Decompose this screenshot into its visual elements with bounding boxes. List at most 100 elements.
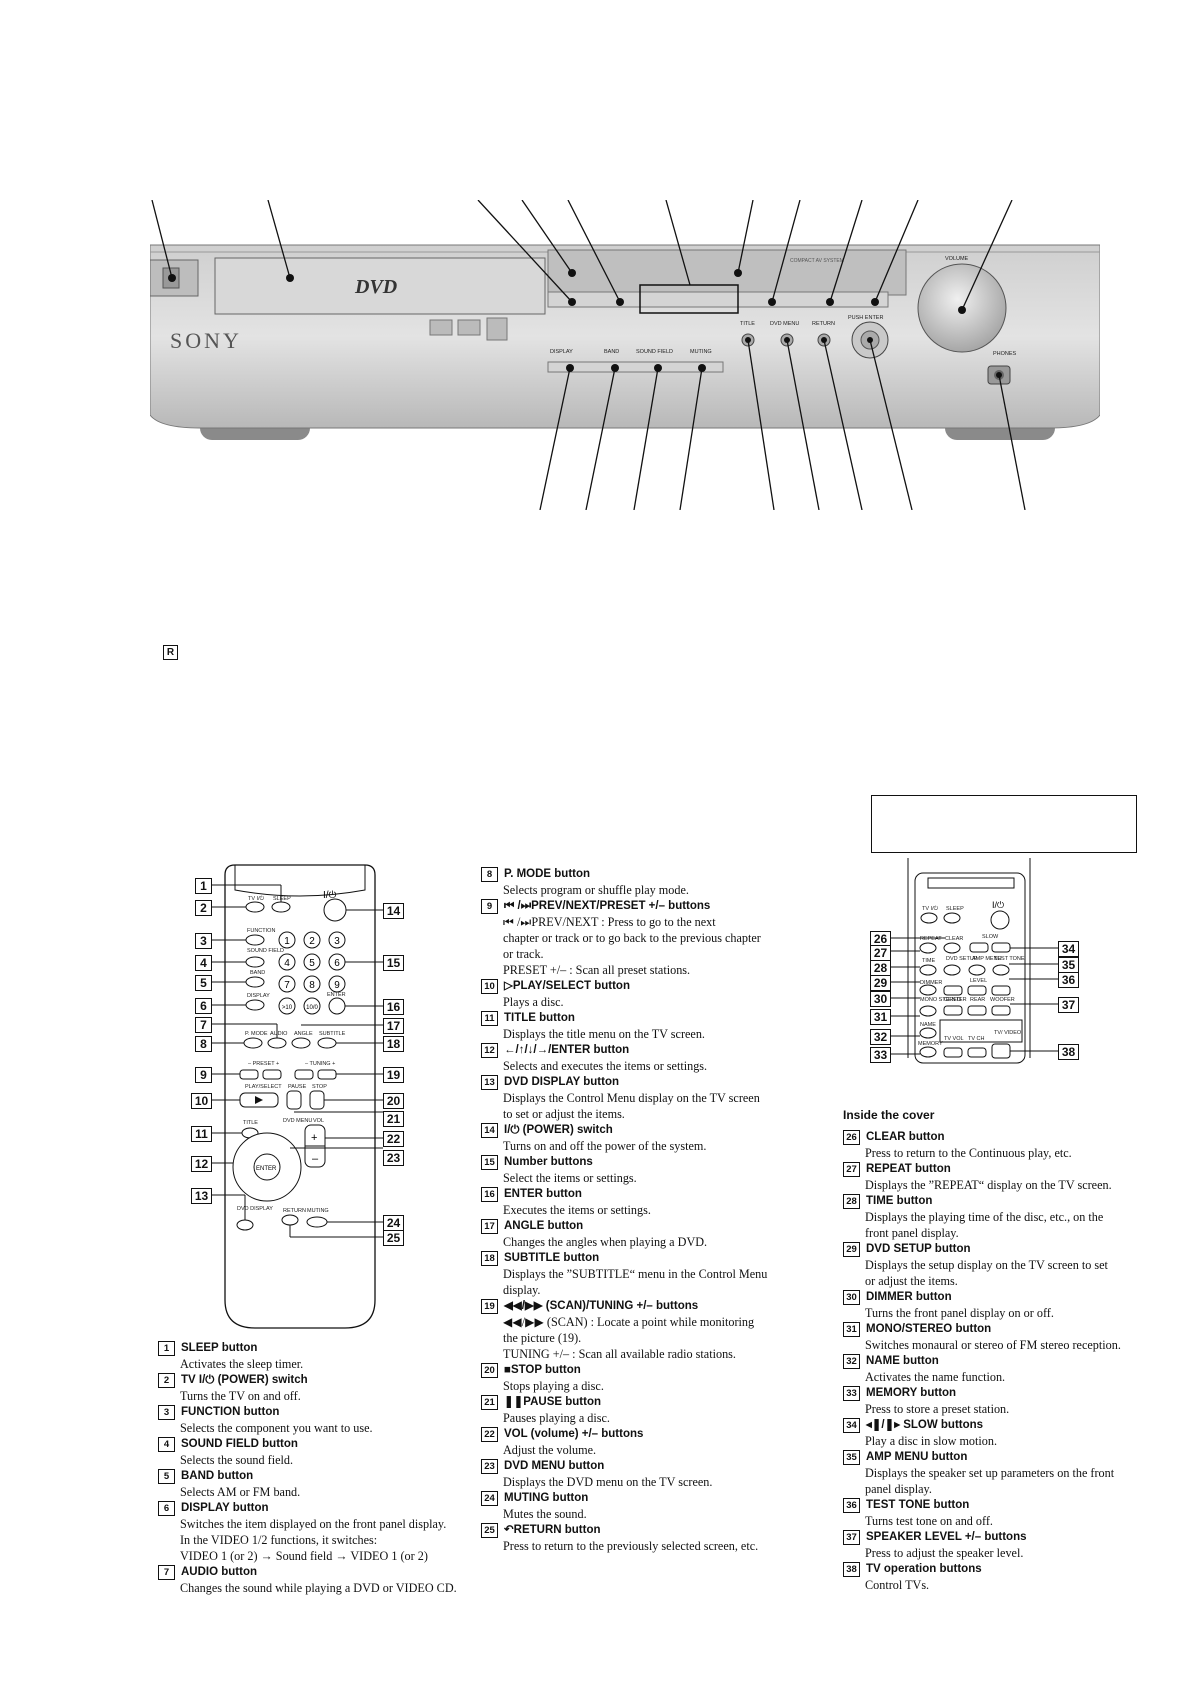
entry-title: SOUND FIELD button (181, 1438, 298, 1450)
cover-remote-illustration: TV I/⏻ SLEEP I/⏻ REPEAT CLEAR SLOW TIME … (870, 858, 1100, 1073)
entry-description-line: Displays the DVD menu on the TV screen. (503, 1475, 713, 1489)
entry-title: SUBTITLE button (504, 1252, 600, 1264)
entry-description-line: display. (503, 1283, 541, 1297)
callout-32: 32 (870, 1029, 891, 1045)
entry-number: 15 (481, 1154, 498, 1170)
svg-text:DVD DISPLAY: DVD DISPLAY (237, 1206, 273, 1212)
entry-description-line: Turns test tone on and off. (865, 1514, 993, 1528)
entry-number: 11 (481, 1010, 498, 1026)
entry-description-line: Select the items or settings. (503, 1171, 637, 1185)
entry-number: 8 (481, 866, 498, 882)
svg-text:DVD MENU: DVD MENU (283, 1118, 312, 1124)
entry-description-line: Displays the speaker set up parameters o… (865, 1466, 1115, 1480)
entry-number: 30 (843, 1289, 860, 1305)
svg-text:TV I/⏻: TV I/⏻ (922, 905, 939, 912)
entry-description-line: front panel display. (865, 1226, 959, 1240)
svg-text:PAUSE: PAUSE (288, 1084, 307, 1090)
entry-title: P. MODE button (504, 868, 591, 880)
entry-description-line: Press to adjust the speaker level. (865, 1546, 1024, 1560)
entry-title: ■STOP button (504, 1364, 581, 1376)
entry-description-line: chapter or track or to go back to the pr… (503, 931, 761, 945)
entry-number: 31 (843, 1321, 860, 1337)
entry-number: 21 (481, 1394, 498, 1410)
entry-number: 29 (843, 1241, 860, 1257)
svg-text:LEVEL: LEVEL (970, 978, 987, 984)
svg-text:DISPLAY: DISPLAY (550, 349, 573, 355)
entry-description-line: Turns the front panel display on or off. (865, 1306, 1054, 1320)
entry-number: 33 (843, 1385, 860, 1401)
entry-number: 9 (481, 898, 498, 914)
upper-button-row (547, 291, 889, 308)
svg-text:4: 4 (284, 958, 290, 969)
entry-number: 1 (158, 1340, 175, 1356)
entry-description-line: Displays the Control Menu display on the… (503, 1091, 760, 1105)
svg-text:ENTER: ENTER (327, 992, 346, 998)
entry-description-line: Displays the title menu on the TV screen… (503, 1027, 705, 1041)
svg-text:TV CH: TV CH (968, 1036, 985, 1042)
entry-description-line: Plays a disc. (503, 995, 564, 1009)
callout-5: 5 (195, 975, 212, 991)
entry-number: 14 (481, 1122, 498, 1138)
svg-text:6: 6 (334, 958, 340, 969)
svg-text:RETURN: RETURN (283, 1208, 306, 1214)
entry-title: ◀◀/▶▶ (SCAN)/TUNING +/– buttons (504, 1300, 699, 1312)
entry-title: DIMMER button (866, 1291, 952, 1303)
entry-description-line: Play a disc in slow motion. (865, 1434, 998, 1448)
svg-text:CLEAR: CLEAR (945, 936, 963, 942)
callout-16: 16 (383, 999, 404, 1015)
entry-description-line: Executes the items or settings. (503, 1203, 651, 1217)
svg-text:TITLE: TITLE (740, 321, 755, 327)
svg-text:VOLUME: VOLUME (945, 256, 969, 262)
entry-title: AMP MENU button (866, 1451, 968, 1463)
entry-number: 7 (158, 1564, 175, 1580)
callout-33: 33 (870, 1047, 891, 1063)
callout-17: 17 (383, 1018, 404, 1034)
description-entry: 9⏮ /⏭PREV/NEXT/PRESET +/– buttons⏮ /⏭PRE… (481, 898, 811, 978)
entry-heading: 25↶RETURN button (481, 1522, 811, 1538)
entry-title: VOL (volume) +/– buttons (504, 1428, 644, 1440)
entry-title: MEMORY button (866, 1387, 957, 1399)
entry-description-line: Switches monaural or stereo of FM stereo… (865, 1338, 1121, 1352)
entry-heading: 33 MEMORY button (843, 1385, 1143, 1401)
svg-text:DVD SETUP: DVD SETUP (946, 956, 978, 962)
entry-number: 25 (481, 1522, 498, 1538)
entry-description-line: or track. (503, 947, 544, 961)
callout-14: 14 (383, 903, 404, 919)
highlight-box (639, 284, 739, 314)
entry-title: TV operation buttons (866, 1563, 982, 1575)
callout-6: 6 (195, 998, 212, 1014)
entry-number: 10 (481, 978, 498, 994)
entry-title: DVD DISPLAY button (504, 1076, 620, 1088)
disc-tray (214, 257, 546, 315)
entry-description-line: ◀◀/▶▶ (SCAN) : Locate a point while moni… (503, 1315, 755, 1329)
svg-text:STOP: STOP (312, 1084, 327, 1090)
entry-number: 28 (843, 1193, 860, 1209)
entry-description-line: ⏮ /⏭PREV/NEXT : Press to go to the next (503, 915, 716, 929)
entry-description-line: the picture (19). (503, 1331, 582, 1345)
svg-text:SLOW: SLOW (982, 934, 999, 940)
entry-number: 27 (843, 1161, 860, 1177)
entry-title: BAND button (181, 1470, 254, 1482)
